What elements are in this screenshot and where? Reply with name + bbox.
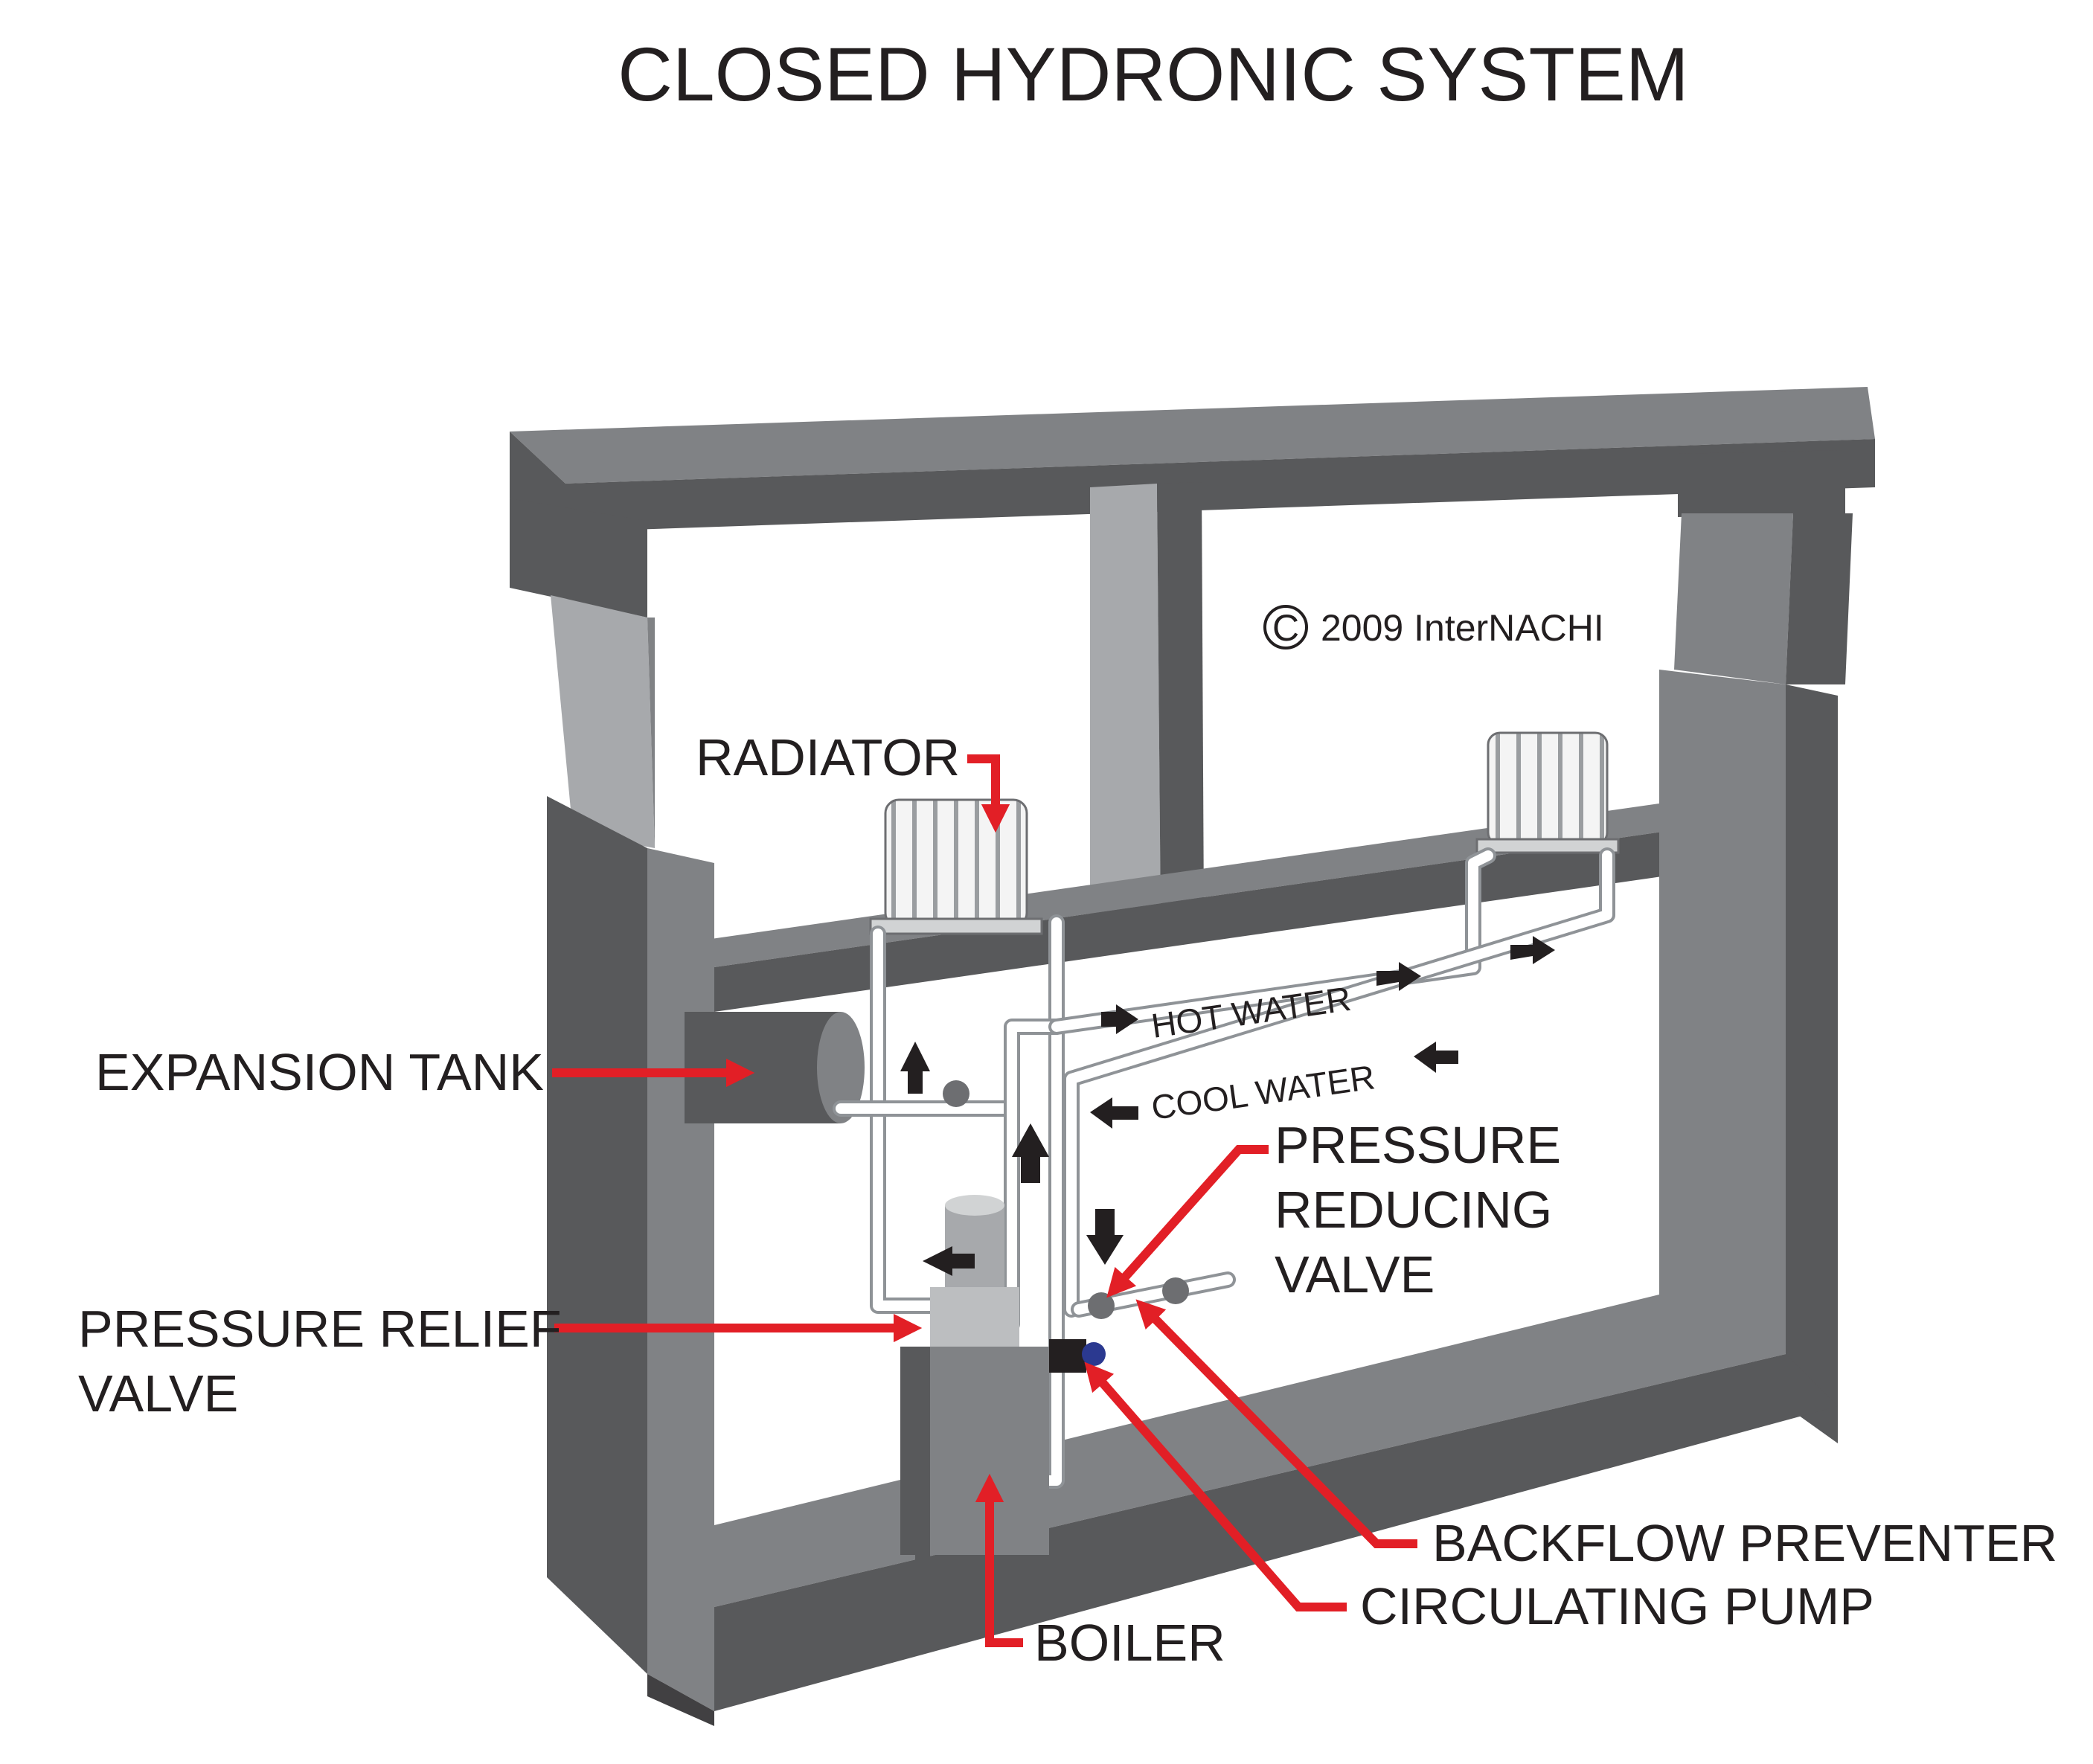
flow-arrow-cool-1: [1414, 1042, 1458, 1073]
leader-boiler: [975, 1473, 1023, 1647]
leader-circulating-pump: [1084, 1362, 1347, 1611]
flow-arrows: [900, 936, 1555, 1276]
flow-arrow-down: [1086, 1209, 1124, 1265]
flow-arrow-hot-2: [1376, 962, 1421, 991]
frame-structure: [510, 387, 1875, 1726]
pressure-reducing-valve-body: [1088, 1292, 1115, 1319]
leader-backflow-preventer: [1135, 1299, 1417, 1548]
flow-arrow-hot-1: [1101, 1004, 1138, 1034]
leader-pressure-reducing: [1106, 1145, 1269, 1298]
label-expansion-tank: EXPANSION TANK: [95, 1043, 544, 1101]
label-pressure-reducing-3: VALVE: [1275, 1245, 1435, 1303]
flow-arrow-up-left: [900, 1042, 930, 1094]
backflow-preventer-body: [1162, 1277, 1189, 1304]
flow-arrow-cool-2: [1090, 1097, 1138, 1129]
flow-arrow-up-center: [1012, 1123, 1049, 1183]
flow-arrow-hot-3: [1510, 936, 1555, 964]
leader-radiator: [967, 754, 1010, 833]
copyright-notice: C 2009 InterNACHI: [1263, 605, 1604, 650]
radiator-left: [869, 798, 1043, 935]
label-boiler: BOILER: [1034, 1614, 1225, 1672]
label-pressure-reducing-1: PRESSURE: [1275, 1116, 1561, 1174]
copyright-symbol: C: [1272, 607, 1299, 649]
label-pressure-reducing-2: REDUCING: [1275, 1181, 1552, 1239]
hot-water-label: HOT WATER: [1149, 979, 1353, 1045]
label-pressure-relief-2: VALVE: [78, 1364, 238, 1423]
leader-lines: [552, 754, 1417, 1647]
pump-motor: [1082, 1342, 1106, 1366]
expansion-tank: [685, 1012, 865, 1123]
copyright-icon: [1263, 605, 1308, 650]
flow-arrow-boiler-left: [923, 1246, 975, 1276]
label-pressure-relief-1: PRESSURE RELIEF: [78, 1300, 562, 1358]
boiler: [900, 1195, 1049, 1577]
circulating-pump: [1049, 1339, 1086, 1373]
label-backflow-preventer: BACKFLOW PREVENTER: [1432, 1514, 2057, 1572]
label-circulating-pump: CIRCULATING PUMP: [1360, 1577, 1874, 1635]
zone-valve: [943, 1080, 969, 1107]
copyright-text: 2009 InterNACHI: [1321, 607, 1604, 649]
diagram-title: CLOSED HYDRONIC SYSTEM: [618, 32, 1689, 117]
label-radiator: RADIATOR: [696, 728, 960, 786]
radiator-right: [1475, 731, 1620, 854]
